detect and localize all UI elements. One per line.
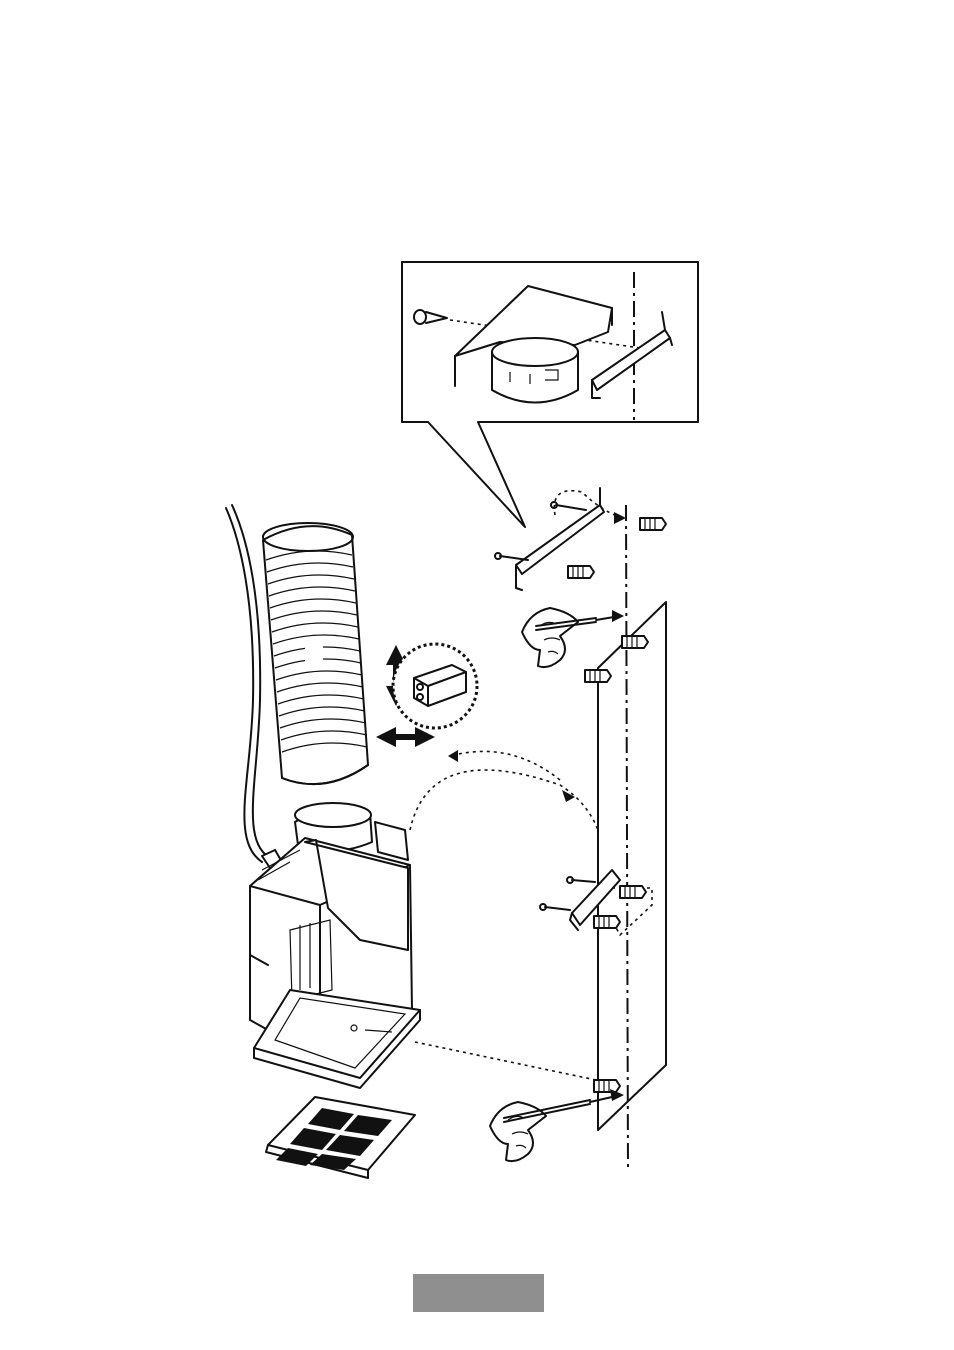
flexible-duct-hose: [263, 523, 368, 784]
wall-plug: [622, 636, 648, 648]
power-cord: [226, 505, 270, 862]
hood-motor-unit: [250, 803, 420, 1088]
move-arc-lower: [410, 770, 605, 860]
wall-plug: [594, 916, 620, 928]
switch-detail-circle: [393, 644, 477, 728]
wall-plug: [640, 518, 666, 530]
grease-filter: [266, 1097, 415, 1178]
wall-plug: [568, 566, 594, 578]
detail-inset: [402, 262, 698, 527]
wall-plug: [620, 886, 646, 898]
wall-plug: [594, 1080, 620, 1092]
wall-plug: [585, 670, 611, 682]
move-arc-upper: [450, 751, 560, 780]
alignment-line: [415, 1042, 596, 1080]
page-number-tab: [413, 1274, 544, 1312]
